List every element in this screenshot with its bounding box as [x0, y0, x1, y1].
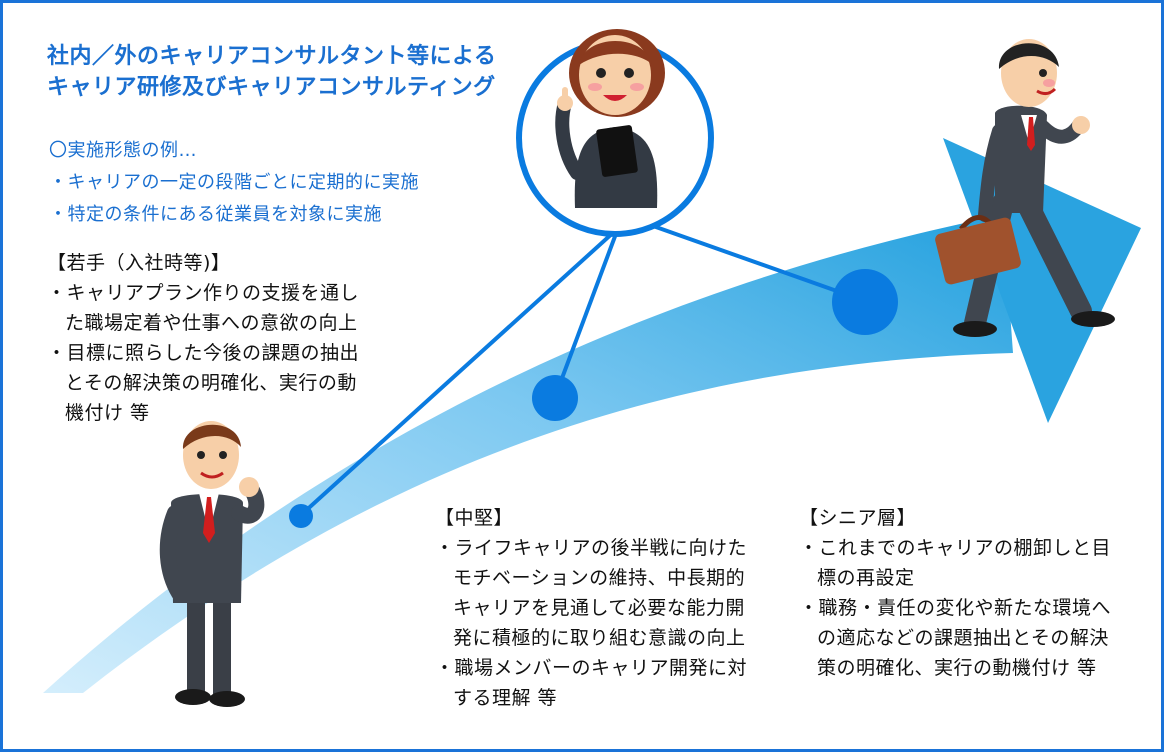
- senior-bullet-2-line-2: の適応などの課題抽出とその解決: [817, 627, 1109, 649]
- node-senior: [832, 269, 898, 335]
- node-young: [289, 504, 313, 528]
- mid-bullet-2-line-2: する理解 等: [453, 687, 558, 709]
- implementation-heading: 〇実施形態の例…: [49, 140, 197, 161]
- career-path-illustration: [43, 29, 1141, 707]
- young-bullet-2-line-1: ・目標に照らした今後の課題の抽出: [47, 342, 360, 364]
- connector-mid: [553, 230, 619, 398]
- young-bullet-1-line-1: ・キャリアプラン作りの支援を通し: [47, 282, 360, 304]
- connector-senior: [638, 219, 866, 303]
- connector-young: [299, 229, 617, 517]
- young-employee-figure: [159, 421, 265, 707]
- mid-bullet-1-line-2: モチベーションの維持、中長期的: [453, 567, 746, 589]
- senior-bullet-2-line-1: ・職務・責任の変化や新たな環境へ: [799, 597, 1112, 619]
- senior-bullet-2-line-3: 策の明確化、実行の動機付け 等: [817, 657, 1097, 679]
- title-line-2: キャリア研修及びキャリアコンサルティング: [47, 75, 496, 100]
- mid-stage-block: 【中堅】 ・ライフキャリアの後半戦に向けた モチベーションの維持、中長期的 キャ…: [435, 503, 747, 713]
- implementation-item-1: ・キャリアの一定の段階ごとに定期的に実施: [49, 172, 419, 193]
- young-bullet-2-line-3: 機付け 等: [65, 402, 150, 424]
- young-bullet-1-line-2: た職場定着や仕事への意欲の向上: [65, 312, 358, 334]
- senior-employee-figure: [935, 39, 1115, 337]
- senior-bullet-1-line-1: ・これまでのキャリアの棚卸しと目: [799, 537, 1112, 559]
- implementation-item-2: ・特定の条件にある従業員を対象に実施: [49, 204, 382, 225]
- young-stage-block: 【若手（入社時等)】 ・キャリアプラン作りの支援を通し た職場定着や仕事への意欲…: [47, 248, 359, 428]
- diagram-title: 社内／外のキャリアコンサルタント等による キャリア研修及びキャリアコンサルティン…: [47, 41, 496, 103]
- mid-heading: 【中堅】: [435, 507, 514, 529]
- mid-bullet-1-line-3: キャリアを見通して必要な能力開: [453, 597, 745, 619]
- node-mid: [532, 375, 578, 421]
- senior-stage-block: 【シニア層】 ・これまでのキャリアの棚卸しと目 標の再設定 ・職務・責任の変化や…: [799, 503, 1111, 683]
- young-heading: 【若手（入社時等)】: [47, 252, 231, 274]
- mid-bullet-1-line-1: ・ライフキャリアの後半戦に向けた: [435, 537, 748, 559]
- title-line-1: 社内／外のキャリアコンサルタント等による: [47, 44, 497, 69]
- mid-bullet-1-line-4: 発に積極的に取り組む意識の向上: [453, 627, 746, 649]
- young-bullet-2-line-2: とその解決策の明確化、実行の動: [65, 372, 357, 394]
- senior-bullet-1-line-2: 標の再設定: [817, 567, 915, 589]
- consultant-woman-figure: [555, 29, 665, 208]
- implementation-examples: 〇実施形態の例… ・キャリアの一定の段階ごとに定期的に実施 ・特定の条件にある従…: [49, 135, 419, 231]
- senior-heading: 【シニア層】: [799, 507, 917, 529]
- career-arrow-band: [43, 215, 1013, 693]
- mid-bullet-2-line-1: ・職場メンバーのキャリア開発に対: [435, 657, 748, 679]
